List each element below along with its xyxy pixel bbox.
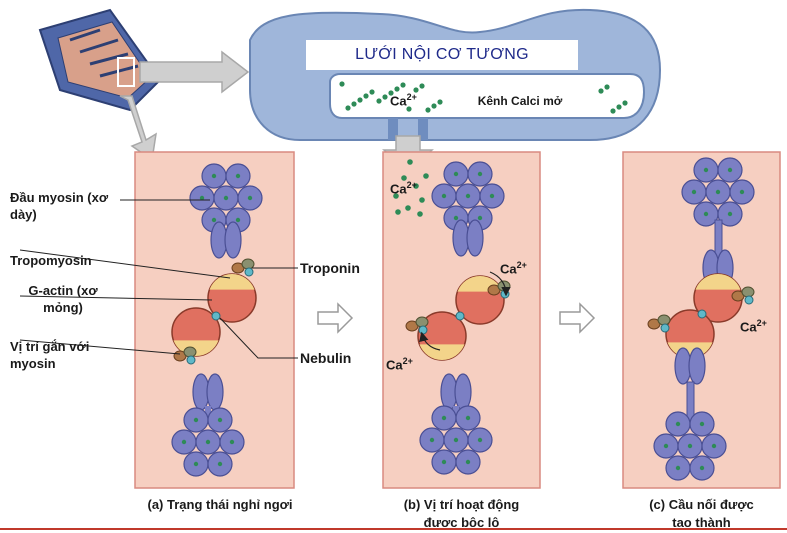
released-calcium-ion bbox=[413, 183, 419, 189]
myosin-cluster-c-top bbox=[681, 157, 755, 227]
myosin-cluster-a-bottom bbox=[171, 407, 245, 477]
caption-c-line2: tạo thành bbox=[672, 515, 731, 530]
calcium-channel-right bbox=[418, 118, 428, 140]
leader-lines bbox=[19, 199, 298, 359]
myosin-cluster-b-bottom bbox=[419, 405, 493, 475]
footer-rule bbox=[0, 528, 787, 530]
myosin-stem-b-bottom bbox=[453, 406, 459, 420]
label-troponin: Troponin bbox=[300, 260, 360, 276]
title-background bbox=[306, 40, 578, 70]
label-nebulin: Nebulin bbox=[300, 350, 352, 366]
reticulum-title: LƯỚI NỘI CƠ TƯƠNG bbox=[355, 46, 529, 63]
sarcoplasmic-reticulum bbox=[249, 8, 662, 141]
nebulin-b bbox=[455, 311, 465, 321]
myosin-head-c-bottom bbox=[674, 347, 706, 385]
calcium-bind-arrow-b-bottom bbox=[419, 331, 441, 351]
released-calcium-ion bbox=[417, 211, 423, 217]
released-calcium-ion bbox=[393, 193, 399, 199]
caption-a: (a) Trạng thái nghỉ ngơi bbox=[147, 497, 293, 512]
transition-arrow-bc bbox=[559, 302, 596, 334]
channel-label: Kênh Calci mở bbox=[477, 94, 563, 108]
ca-label-b-top: Ca2+ bbox=[500, 260, 527, 277]
ca-label-reticulum: Ca2+ bbox=[390, 92, 417, 109]
myosin-head-b-top bbox=[452, 219, 484, 257]
released-calcium-ion bbox=[401, 175, 407, 181]
g-actin-a-lower bbox=[171, 307, 221, 357]
nebulin-c bbox=[697, 309, 707, 319]
released-calcium-ion bbox=[419, 197, 425, 203]
myosin-head-b-bottom bbox=[440, 373, 472, 411]
released-calcium-ion bbox=[405, 205, 411, 211]
caption-b-line1: (b) Vị trí hoạt động bbox=[403, 497, 520, 512]
released-calcium-ion bbox=[423, 173, 429, 179]
myosin-cluster-b-top bbox=[431, 161, 505, 231]
nebulin-a bbox=[211, 311, 221, 321]
troponin-c-bottom bbox=[647, 314, 671, 333]
myosin-head-a-bottom bbox=[192, 373, 224, 411]
ca-label-b-bottom: Ca2+ bbox=[386, 356, 413, 373]
label-tropomyosin: Tropomyosin bbox=[10, 253, 92, 268]
troponin-a-bottom bbox=[173, 346, 197, 365]
caption-b-line2: được bộc lộ bbox=[423, 515, 500, 530]
ca-label-c: Ca2+ bbox=[740, 318, 767, 335]
calcium-ions-in-reticulum bbox=[339, 81, 628, 114]
label-binding-site: Vị trí gắn với myosin bbox=[10, 339, 90, 371]
myosin-cluster-c-bottom bbox=[653, 411, 727, 481]
released-calcium-ion bbox=[395, 209, 401, 215]
label-myosin-head: Đầu myosin (xơ dày) bbox=[10, 190, 109, 222]
ca-label-released: Ca2+ bbox=[390, 180, 417, 197]
myosin-stem-a-bottom bbox=[205, 406, 211, 420]
caption-c-line1: (c) Cầu nối được bbox=[649, 497, 754, 512]
released-calcium-ion bbox=[407, 159, 413, 165]
g-actin-b-lower bbox=[417, 311, 467, 361]
transition-arrow-ab bbox=[317, 302, 354, 334]
myofibril-icon bbox=[38, 8, 162, 112]
label-g-actin: G-actin (xơ mỏng) bbox=[28, 283, 98, 315]
troponin-a-top bbox=[231, 258, 255, 277]
calcium-channel-left bbox=[388, 118, 398, 140]
channel-label-background bbox=[447, 90, 593, 114]
g-actin-c-upper bbox=[693, 273, 743, 323]
myosin-head-a-top bbox=[210, 221, 242, 259]
g-actin-a-upper bbox=[207, 273, 257, 323]
troponin-c-top bbox=[731, 286, 755, 305]
g-actin-c-lower bbox=[665, 309, 715, 359]
calcium-bind-arrow-b-top bbox=[489, 271, 511, 297]
